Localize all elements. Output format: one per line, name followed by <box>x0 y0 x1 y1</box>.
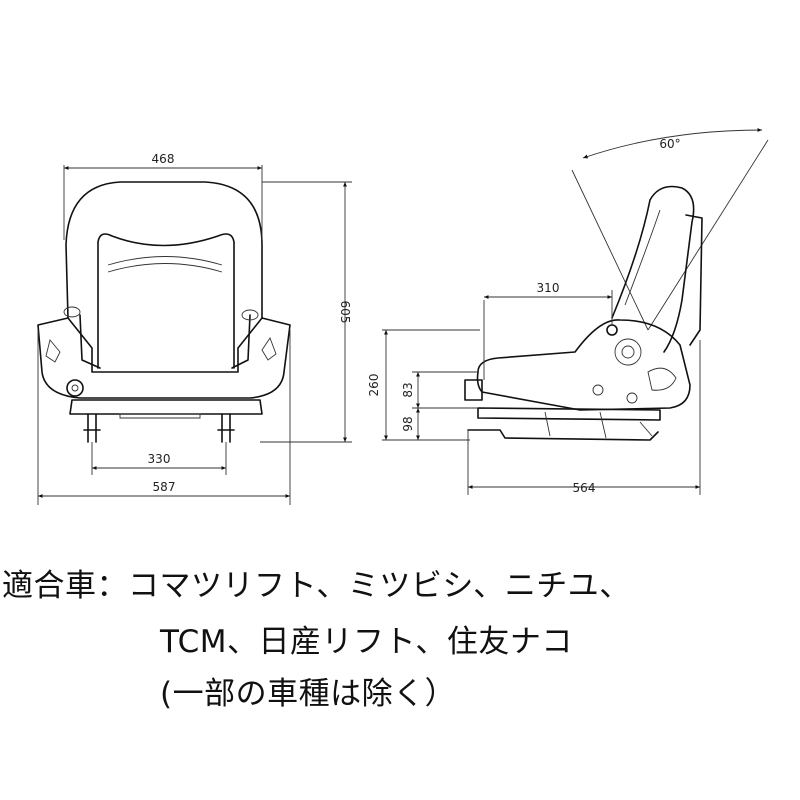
dim-height: 605 <box>338 301 352 324</box>
front-backrest-outline <box>65 181 263 319</box>
front-view: 468 605 330 587 <box>37 152 352 505</box>
dim-recline-angle: 60° <box>659 137 680 151</box>
dim-base-height: 98 <box>401 416 415 431</box>
dim-mount-width: 330 <box>148 452 171 466</box>
side-backrest <box>611 185 695 353</box>
side-seat-cushion <box>476 319 691 411</box>
dim-top-width: 468 <box>152 152 175 166</box>
dim-base-width: 587 <box>153 480 176 494</box>
dim-slide-height: 83 <box>401 382 415 397</box>
compatible-vehicles-line2: TCM、日産リフト、住友ナコ <box>160 624 573 660</box>
side-view: 60° 310 260 83 <box>367 127 769 495</box>
front-seat-cushion <box>37 317 291 399</box>
front-backrest-inner-panel <box>97 233 235 369</box>
dim-overall-length: 564 <box>573 481 596 495</box>
dim-seat-height: 260 <box>367 374 381 397</box>
side-slide-rail <box>477 407 661 421</box>
front-base-frame <box>69 399 263 415</box>
compatible-vehicles-line1: 適合車：コマツリフト、ミツビシ、ニチユ、 <box>2 568 631 604</box>
dim-seat-depth: 310 <box>537 281 560 295</box>
seat-dimension-drawing: 468 605 330 587 60° <box>37 127 769 505</box>
compatible-vehicles-note: (一部の車種は除く） <box>160 676 457 712</box>
front-left-armrest <box>79 314 101 369</box>
